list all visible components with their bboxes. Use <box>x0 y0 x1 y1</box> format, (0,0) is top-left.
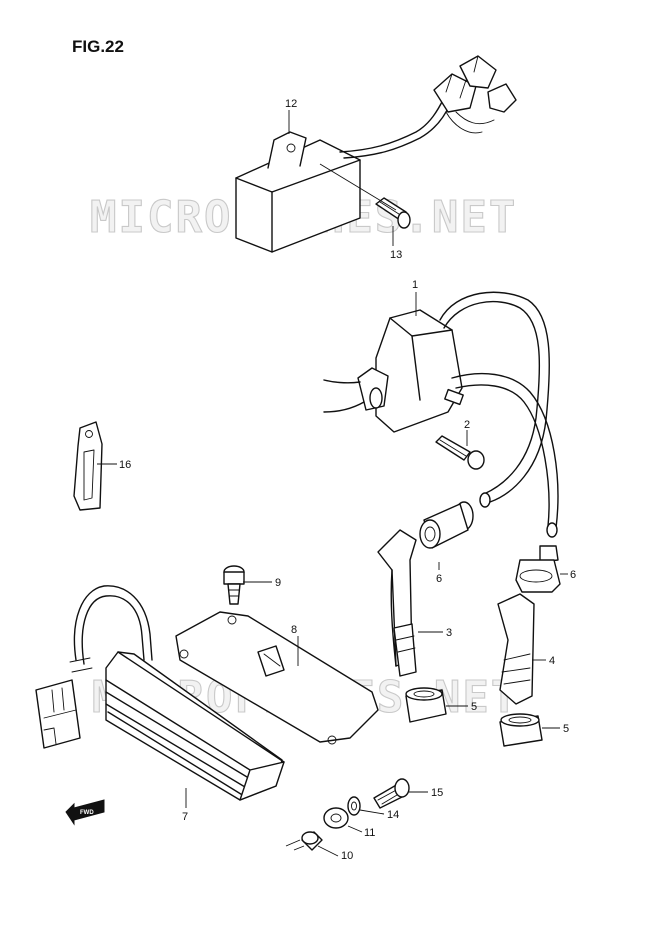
part-grommet-6b[interactable] <box>515 545 561 593</box>
callout-15[interactable]: 15 <box>431 787 443 799</box>
callout-6b[interactable]: 6 <box>570 569 576 581</box>
part-bolt-11[interactable] <box>223 565 245 605</box>
callout-11[interactable]: 9 <box>275 577 281 589</box>
part-cover-5b[interactable] <box>499 713 543 747</box>
part-washer-14[interactable] <box>347 796 361 816</box>
callout-10[interactable]: 8 <box>291 624 297 636</box>
callout-1[interactable]: 1 <box>412 279 418 291</box>
callout-13[interactable]: 11 <box>364 827 375 839</box>
part-cdi-unit[interactable] <box>235 55 517 253</box>
part-bolt-8[interactable] <box>375 197 411 229</box>
leader-lines <box>97 110 568 857</box>
callout-14[interactable]: 14 <box>387 809 399 821</box>
callout-5b[interactable]: 5 <box>563 723 569 735</box>
callout-7[interactable]: 12 <box>285 98 297 110</box>
callout-8[interactable]: 13 <box>390 249 402 261</box>
part-grommet-6a[interactable] <box>419 501 474 549</box>
fwd-direction-badge: FWD <box>65 799 105 826</box>
callout-6a[interactable]: 6 <box>436 573 442 585</box>
part-grommet-13[interactable] <box>323 807 349 829</box>
callout-2[interactable]: 2 <box>464 419 470 431</box>
callout-12[interactable]: 10 <box>341 850 353 862</box>
part-wire-clip[interactable] <box>73 421 103 511</box>
part-bracket-10[interactable] <box>175 611 379 745</box>
callout-5a[interactable]: 5 <box>471 701 477 713</box>
part-bolt-15[interactable] <box>373 778 410 809</box>
fwd-label: FWD <box>80 810 94 816</box>
callout-16[interactable]: 16 <box>119 459 131 471</box>
part-cover-5a[interactable] <box>405 687 447 723</box>
callout-3[interactable]: 3 <box>446 627 452 639</box>
callout-4[interactable]: 4 <box>549 655 555 667</box>
part-ignition-coil[interactable] <box>323 291 559 538</box>
part-regulator[interactable] <box>35 585 285 801</box>
callout-labels: 12 13 1 2 16 6 6 3 4 5 5 9 8 7 10 11 14 … <box>119 98 576 862</box>
part-plug-cap-4[interactable] <box>497 593 535 705</box>
part-collar-12[interactable] <box>301 831 323 851</box>
callout-9[interactable]: 7 <box>182 811 188 823</box>
part-bolt-2[interactable] <box>435 435 485 470</box>
part-plug-cap-3[interactable] <box>377 529 417 677</box>
figure-title: FIG.22 <box>72 37 124 56</box>
